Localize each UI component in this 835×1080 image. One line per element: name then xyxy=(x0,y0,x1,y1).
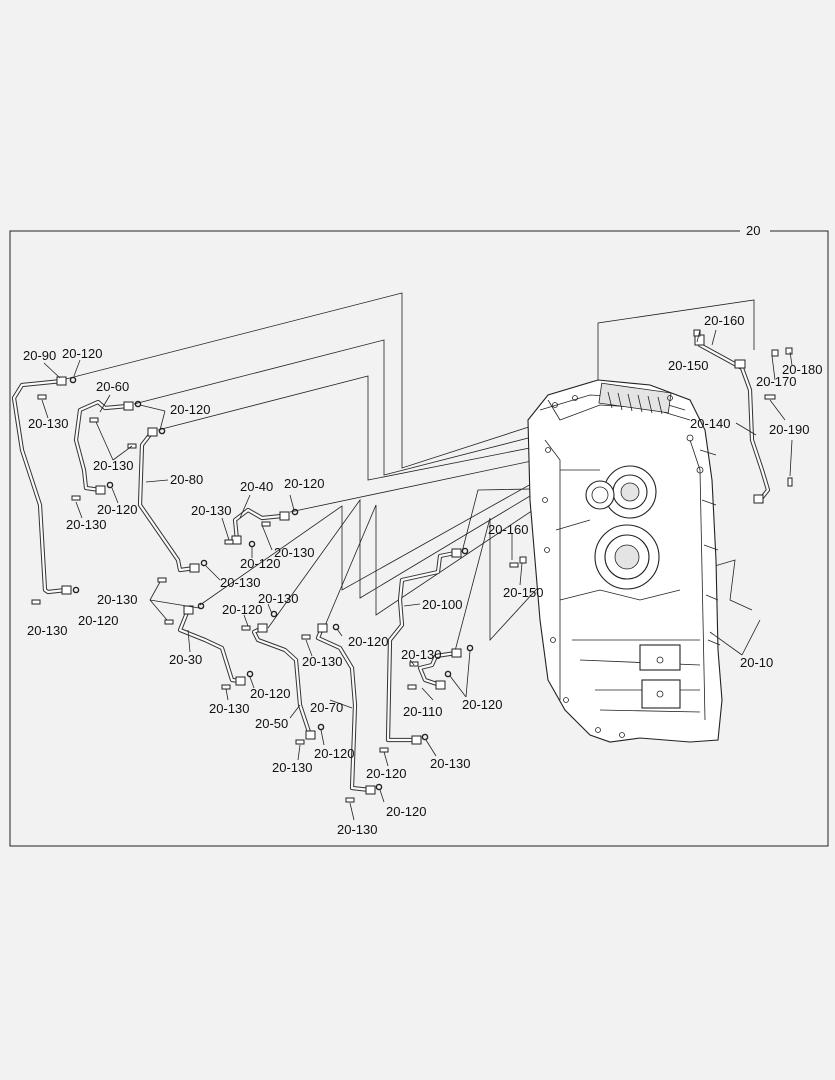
callout-20-160: 20-160 xyxy=(704,313,744,328)
callout-20-130: 20-130 xyxy=(337,822,377,837)
callout-20-150: 20-150 xyxy=(668,358,708,373)
callout-20-120: 20-120 xyxy=(314,746,354,761)
callout-20-110: 20-110 xyxy=(403,704,443,719)
callout-20-130: 20-130 xyxy=(191,503,231,518)
callout-20-140: 20-140 xyxy=(690,416,730,431)
gearbox-housing xyxy=(527,379,723,743)
pipe-20-90 xyxy=(11,376,72,595)
callout-20-120: 20-120 xyxy=(366,766,406,781)
callout-20-130: 20-130 xyxy=(258,591,298,606)
pipe-20-80 xyxy=(137,427,200,573)
callout-20-130: 20-130 xyxy=(209,701,249,716)
assembly-number: 20 xyxy=(746,223,760,238)
callout-20-150: 20-150 xyxy=(503,585,543,600)
callout-20-70: 20-70 xyxy=(310,700,343,715)
callout-20-130: 20-130 xyxy=(97,592,137,607)
callout-20-90: 20-90 xyxy=(23,348,56,363)
callout-20-120: 20-120 xyxy=(78,613,118,628)
callout-20-120: 20-120 xyxy=(348,634,388,649)
callout-20-130: 20-130 xyxy=(274,545,314,560)
callout-20-130: 20-130 xyxy=(28,416,68,431)
callout-20-60: 20-60 xyxy=(96,379,129,394)
seal-rings xyxy=(69,376,474,791)
callout-20-120: 20-120 xyxy=(170,402,210,417)
callout-20-130: 20-130 xyxy=(302,654,342,669)
callout-20-130: 20-130 xyxy=(430,756,470,771)
pipe-20-140 xyxy=(694,334,771,504)
callout-20-50: 20-50 xyxy=(255,716,288,731)
callout-20-30: 20-30 xyxy=(169,652,202,667)
callout-20-170: 20-170 xyxy=(756,374,796,389)
callout-20-120: 20-120 xyxy=(240,556,280,571)
pipe-20-30 xyxy=(177,605,246,686)
callout-20-130: 20-130 xyxy=(66,517,106,532)
callout-20-80: 20-80 xyxy=(170,472,203,487)
callout-20-130: 20-130 xyxy=(93,458,133,473)
pipe-20-100 xyxy=(385,548,462,745)
callout-20-160: 20-160 xyxy=(488,522,528,537)
pipe-20-110 xyxy=(417,648,462,690)
callout-20-130: 20-130 xyxy=(272,760,312,775)
pipe-20-40 xyxy=(231,507,290,545)
pipe-20-60 xyxy=(73,399,134,495)
callout-20-120: 20-120 xyxy=(462,697,502,712)
callout-20-180: 20-180 xyxy=(782,362,822,377)
callout-labels: 20-90 20-120 20-130 20-60 20-120 20-130 … xyxy=(23,313,822,837)
callout-20-130: 20-130 xyxy=(220,575,260,590)
pipe-20-70 xyxy=(315,623,376,795)
callout-leaders xyxy=(41,329,793,821)
assembly-number-bg xyxy=(740,222,770,238)
callout-20-190: 20-190 xyxy=(769,422,809,437)
callout-20-120: 20-120 xyxy=(250,686,290,701)
callout-20-120: 20-120 xyxy=(97,502,137,517)
callout-20-120: 20-120 xyxy=(222,602,262,617)
diagram-frame xyxy=(9,230,829,847)
callout-20-120: 20-120 xyxy=(284,476,324,491)
callout-20-120: 20-120 xyxy=(62,346,102,361)
callout-20-10: 20-10 xyxy=(740,655,773,670)
fasteners xyxy=(31,329,793,803)
pipe-route-lines xyxy=(61,292,755,652)
callout-20-130: 20-130 xyxy=(27,623,67,638)
callout-20-100: 20-100 xyxy=(422,597,462,612)
callout-20-40: 20-40 xyxy=(240,479,273,494)
callout-20-130: 20-130 xyxy=(401,647,441,662)
callout-20-120: 20-120 xyxy=(386,804,426,819)
